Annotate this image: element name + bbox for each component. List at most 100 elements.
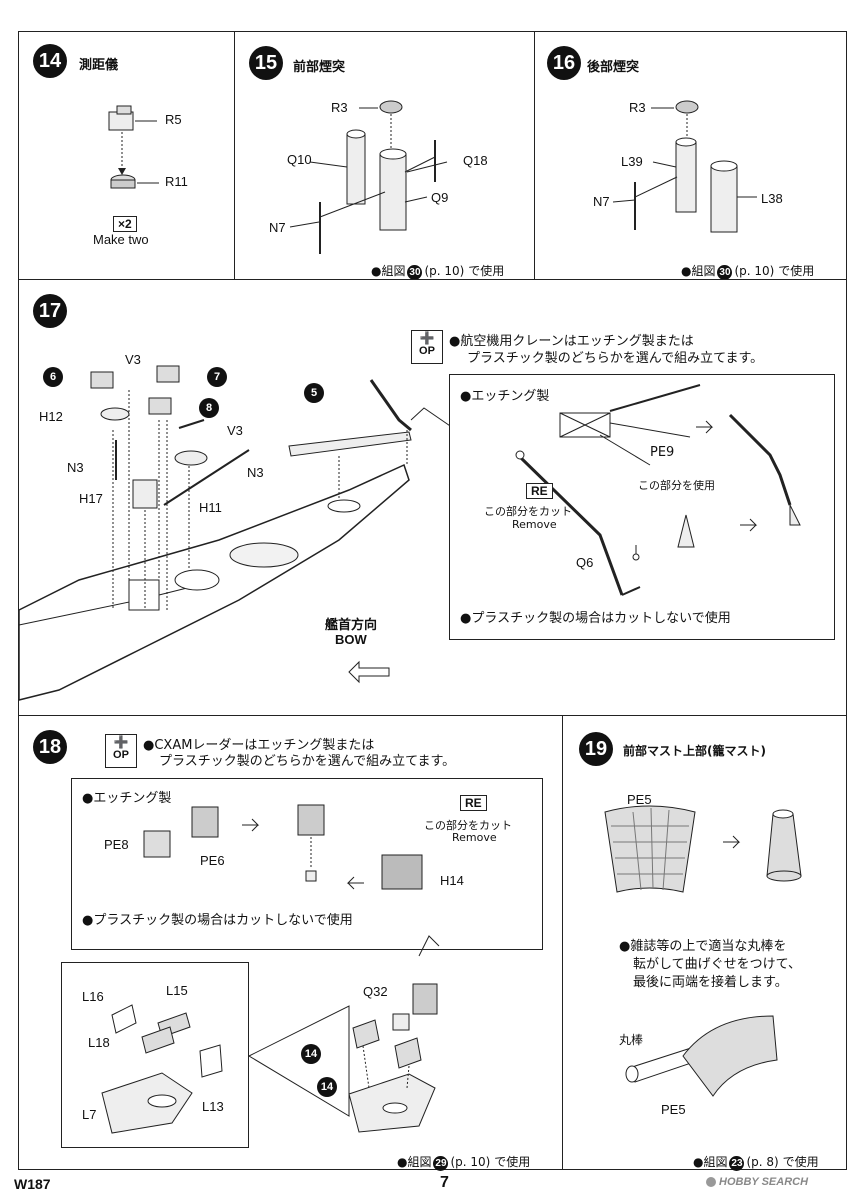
rod-note-line2: 転がして曲げぐせをつけて、	[633, 957, 801, 972]
times-two-badge: ×2	[113, 213, 137, 232]
label-pe5-a: PE5	[627, 792, 652, 807]
radar-note-line2: プラスチック製のどちらかを選んで組み立てます。	[159, 754, 456, 769]
label-pe5-b: PE5	[661, 1102, 686, 1117]
make-two-text: Make two	[93, 232, 149, 247]
cut-instruction-jp: この部分をカット	[424, 819, 512, 832]
rear-funnel-diagram	[612, 100, 757, 233]
radar-base-diagram	[101, 1004, 223, 1134]
label-h11: H11	[199, 500, 222, 515]
label-rod: 丸棒	[619, 1033, 644, 1047]
label-r5: R5	[165, 112, 182, 127]
step-title: 測距儀	[79, 58, 119, 73]
label-pe8: PE8	[104, 837, 129, 852]
label-n3-a: N3	[67, 460, 84, 475]
rod-note-line1: ●雑誌等の上で適当な丸棒を	[619, 939, 787, 954]
crane-note-line2: プラスチック製のどちらかを選んで組み立てます。	[467, 351, 764, 366]
label-q18: Q18	[463, 153, 488, 168]
bow-direction-en: BOW	[335, 632, 367, 647]
rod-note-line3: 最後に両端を接着します。	[633, 975, 788, 990]
step-19-panel: 19 前部マスト上部(籠マスト) PE5 ●雑誌等の上で適当な丸棒を 転がして曲…	[562, 715, 847, 1171]
label-l38: L38	[761, 191, 783, 206]
cut-instruction-jp: この部分をカット	[484, 505, 572, 518]
step-number: 18	[33, 730, 67, 764]
radar-option-box: ●エッチング製 PE8 PE6 RE この部分をカット Remove H14 ●…	[71, 778, 543, 950]
label-n7: N7	[269, 220, 286, 235]
use-part-note: この部分を使用	[638, 479, 715, 492]
label-l39: L39	[621, 154, 643, 169]
label-h14: H14	[440, 873, 464, 888]
step-number: 15	[249, 46, 283, 80]
radar-detail-box: L16 L15 L18 L7 L13	[61, 962, 249, 1148]
label-l13: L13	[202, 1099, 224, 1114]
step-18-panel: 18 ➕ OP ●CXAMレーダーはエッチング製または プラスチック製のどちらか…	[18, 715, 564, 1171]
option-icon: ➕	[419, 331, 435, 345]
watermark-logo-icon	[706, 1177, 716, 1188]
label-l7: L7	[82, 1107, 97, 1122]
label-l15: L15	[166, 983, 188, 998]
plastic-note: ●プラスチック製の場合はカットしないで使用	[460, 611, 731, 626]
product-code: W187	[14, 1176, 51, 1192]
label-h17: H17	[79, 491, 103, 506]
option-icon: ➕	[113, 735, 129, 749]
option-tag: ➕ OP	[105, 734, 137, 768]
remove-tag: RE	[526, 483, 553, 499]
part-ref-6: 6	[43, 367, 63, 387]
part-ref-14-b: 14	[317, 1077, 337, 1097]
label-r3: R3	[629, 100, 646, 115]
label-q32: Q32	[363, 984, 388, 999]
step-number: 14	[33, 44, 67, 78]
step-number: 16	[547, 46, 581, 80]
label-q9: Q9	[431, 190, 449, 205]
step-title: 後部煙突	[587, 60, 640, 75]
label-pe9: PE9	[650, 445, 675, 460]
step-17-panel: 17 ➕ OP ●航空機用クレーンはエッチング製または プラスチック製のどちらか…	[18, 279, 847, 717]
label-n3-b: N3	[247, 465, 264, 480]
page-number: 7	[440, 1174, 449, 1191]
step-14-panel: 14 測距儀 R5 R11 ×2 Make two	[18, 31, 236, 281]
label-l16: L16	[82, 989, 104, 1004]
step-title: 前部煙突	[293, 60, 346, 75]
plastic-note: ●プラスチック製の場合はカットしないで使用	[82, 913, 353, 928]
part-ref-8: 8	[199, 398, 219, 418]
label-n7: N7	[593, 194, 610, 209]
label-r11: R11	[165, 174, 188, 189]
step-title: 前部マスト上部(籠マスト)	[623, 744, 766, 758]
crane-option-box: ●エッチング製 PE9 RE この部分をカット Remove この部分を使用 Q…	[449, 374, 835, 640]
radar-assembly-diagram	[247, 935, 440, 1133]
rangefinder-diagram	[108, 105, 159, 189]
etching-heading: ●エッチング製	[460, 389, 550, 404]
watermark: HOBBY SEARCH	[706, 1176, 808, 1188]
bow-direction-jp: 艦首方向	[325, 617, 378, 632]
cage-mast-diagram	[604, 805, 802, 1097]
part-ref-7: 7	[207, 367, 227, 387]
part-ref-5: 5	[304, 383, 324, 403]
label-l18: L18	[88, 1035, 110, 1050]
part-ref-14-a: 14	[301, 1044, 321, 1064]
deck-assembly-diagram	[18, 365, 457, 701]
front-funnel-diagram	[289, 100, 448, 254]
radar-note-line1: ●CXAMレーダーはエッチング製または	[143, 738, 375, 753]
label-h12: H12	[39, 409, 63, 424]
step-number: 17	[33, 294, 67, 328]
cut-instruction-en: Remove	[512, 518, 557, 531]
remove-tag: RE	[460, 795, 487, 811]
crane-parts-diagram	[515, 384, 801, 596]
label-v3-b: V3	[227, 423, 243, 438]
crane-note-line1: ●航空機用クレーンはエッチング製または	[449, 334, 694, 349]
option-tag: ➕ OP	[411, 330, 443, 364]
label-q10: Q10	[287, 152, 312, 167]
label-pe6: PE6	[200, 853, 225, 868]
label-q6: Q6	[576, 555, 594, 570]
label-r3: R3	[331, 100, 348, 115]
cut-instruction-en: Remove	[452, 831, 497, 844]
step-number: 19	[579, 732, 613, 766]
etching-heading: ●エッチング製	[82, 791, 172, 806]
radar-parts-diagram	[143, 804, 423, 890]
label-v3-a: V3	[125, 352, 141, 367]
